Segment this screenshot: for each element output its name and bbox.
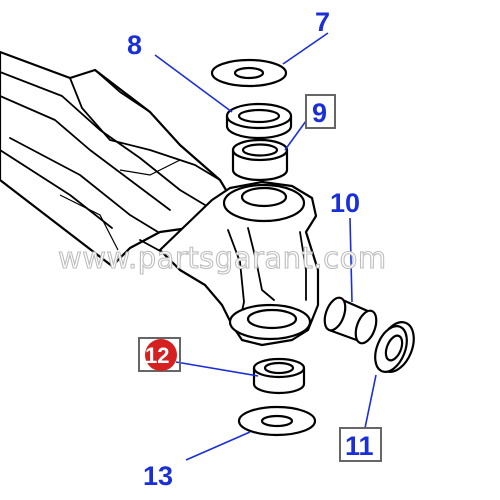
label-10: 10	[330, 188, 360, 218]
leader-10	[349, 217, 353, 303]
leader-13	[185, 431, 251, 461]
label-12-highlight	[145, 339, 177, 371]
leader-7	[282, 32, 329, 65]
label-7: 7	[315, 7, 330, 37]
label-12: 12	[145, 343, 169, 368]
part-11-seal	[374, 321, 415, 373]
part-12-bushing	[252, 357, 306, 395]
leader-9	[284, 120, 307, 151]
part-13-washer	[237, 405, 317, 437]
label-9-box	[305, 94, 336, 129]
label-13: 13	[143, 461, 173, 491]
yoke-housing	[158, 180, 320, 347]
label-11-box	[339, 427, 382, 462]
watermark: www.partsgarant.com	[58, 241, 387, 275]
axle-beam	[0, 50, 234, 293]
label-12-box	[138, 337, 181, 372]
leader-lines	[154, 32, 377, 461]
leader-8	[154, 54, 233, 113]
label-8: 8	[127, 30, 142, 60]
leader-12	[175, 361, 259, 377]
part-9-bushing	[231, 138, 289, 182]
part-10-sleeve	[323, 296, 378, 345]
label-9: 9	[312, 98, 327, 128]
leader-11	[364, 374, 377, 429]
part-8-seal	[225, 102, 293, 140]
callouts: 7 8 9 10 11 12 13	[127, 7, 382, 491]
part-7-washer	[210, 58, 288, 88]
label-11: 11	[345, 431, 374, 461]
